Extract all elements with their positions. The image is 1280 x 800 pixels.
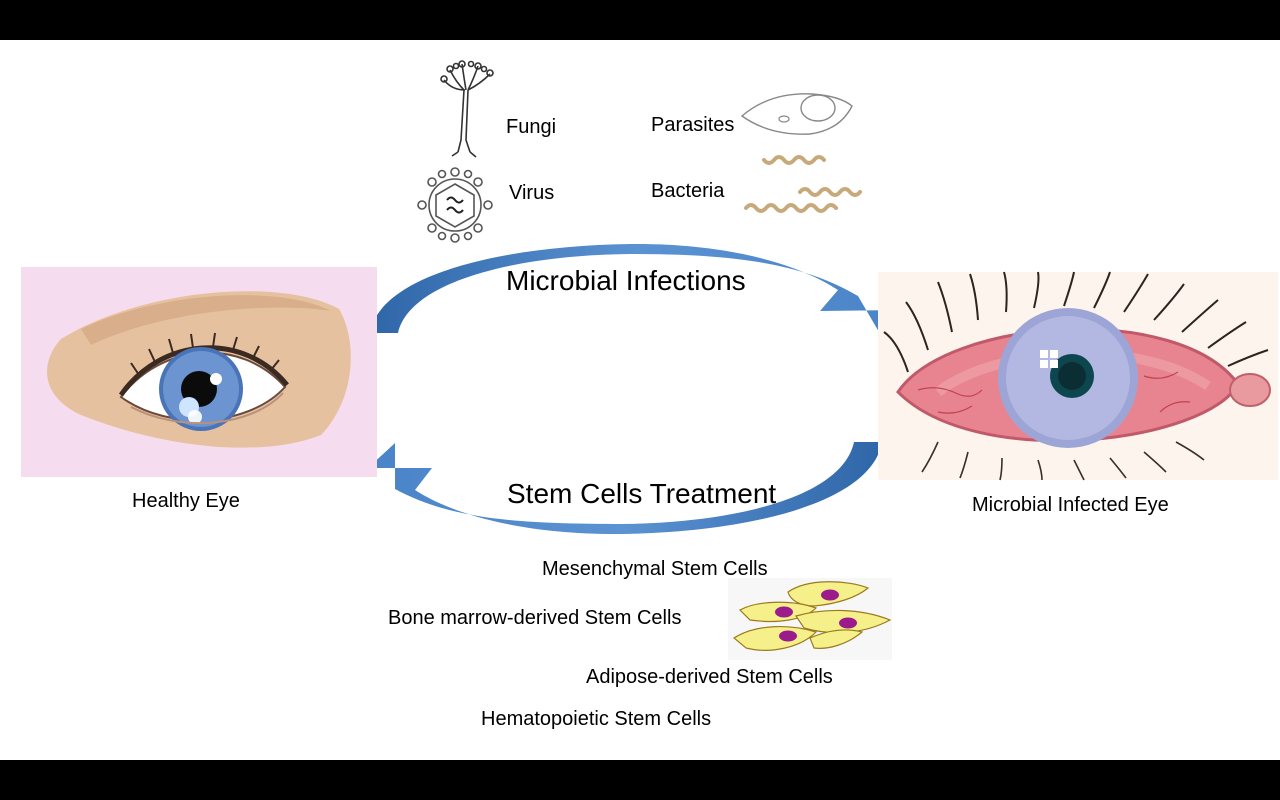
adipose-label: Adipose-derived Stem Cells	[586, 666, 833, 688]
virus-label: Virus	[509, 182, 555, 204]
healthy-eye-label: Healthy Eye	[132, 490, 240, 512]
bacteria-icon	[744, 155, 862, 213]
treatment-arrow	[368, 442, 882, 535]
top-letterbox-bar	[0, 0, 1280, 40]
bacteria-label: Bacteria	[651, 180, 725, 202]
parasite-icon	[740, 93, 853, 135]
stem-cells-treatment-label: Stem Cells Treatment	[507, 478, 777, 509]
virus-icon	[417, 167, 493, 243]
fungi-icon	[440, 60, 494, 158]
healthy-eye-image	[21, 267, 377, 477]
infection-arrow	[370, 243, 905, 333]
infected-eye-image	[878, 271, 1278, 481]
parasites-label: Parasites	[651, 114, 735, 136]
bottom-letterbox-bar	[0, 760, 1280, 800]
microbial-infections-label: Microbial Infections	[506, 265, 746, 296]
diagram-canvas: Fungi Virus Parasites Bacteria	[0, 40, 1280, 760]
cycle-arrows	[368, 243, 905, 535]
hematopoietic-label: Hematopoietic Stem Cells	[481, 708, 712, 730]
stem-cells-illustration	[728, 578, 892, 660]
fungi-label: Fungi	[506, 116, 557, 138]
bone-marrow-label: Bone marrow-derived Stem Cells	[388, 607, 682, 629]
mesenchymal-label: Mesenchymal Stem Cells	[542, 558, 768, 580]
infected-eye-label: Microbial Infected Eye	[972, 494, 1169, 516]
